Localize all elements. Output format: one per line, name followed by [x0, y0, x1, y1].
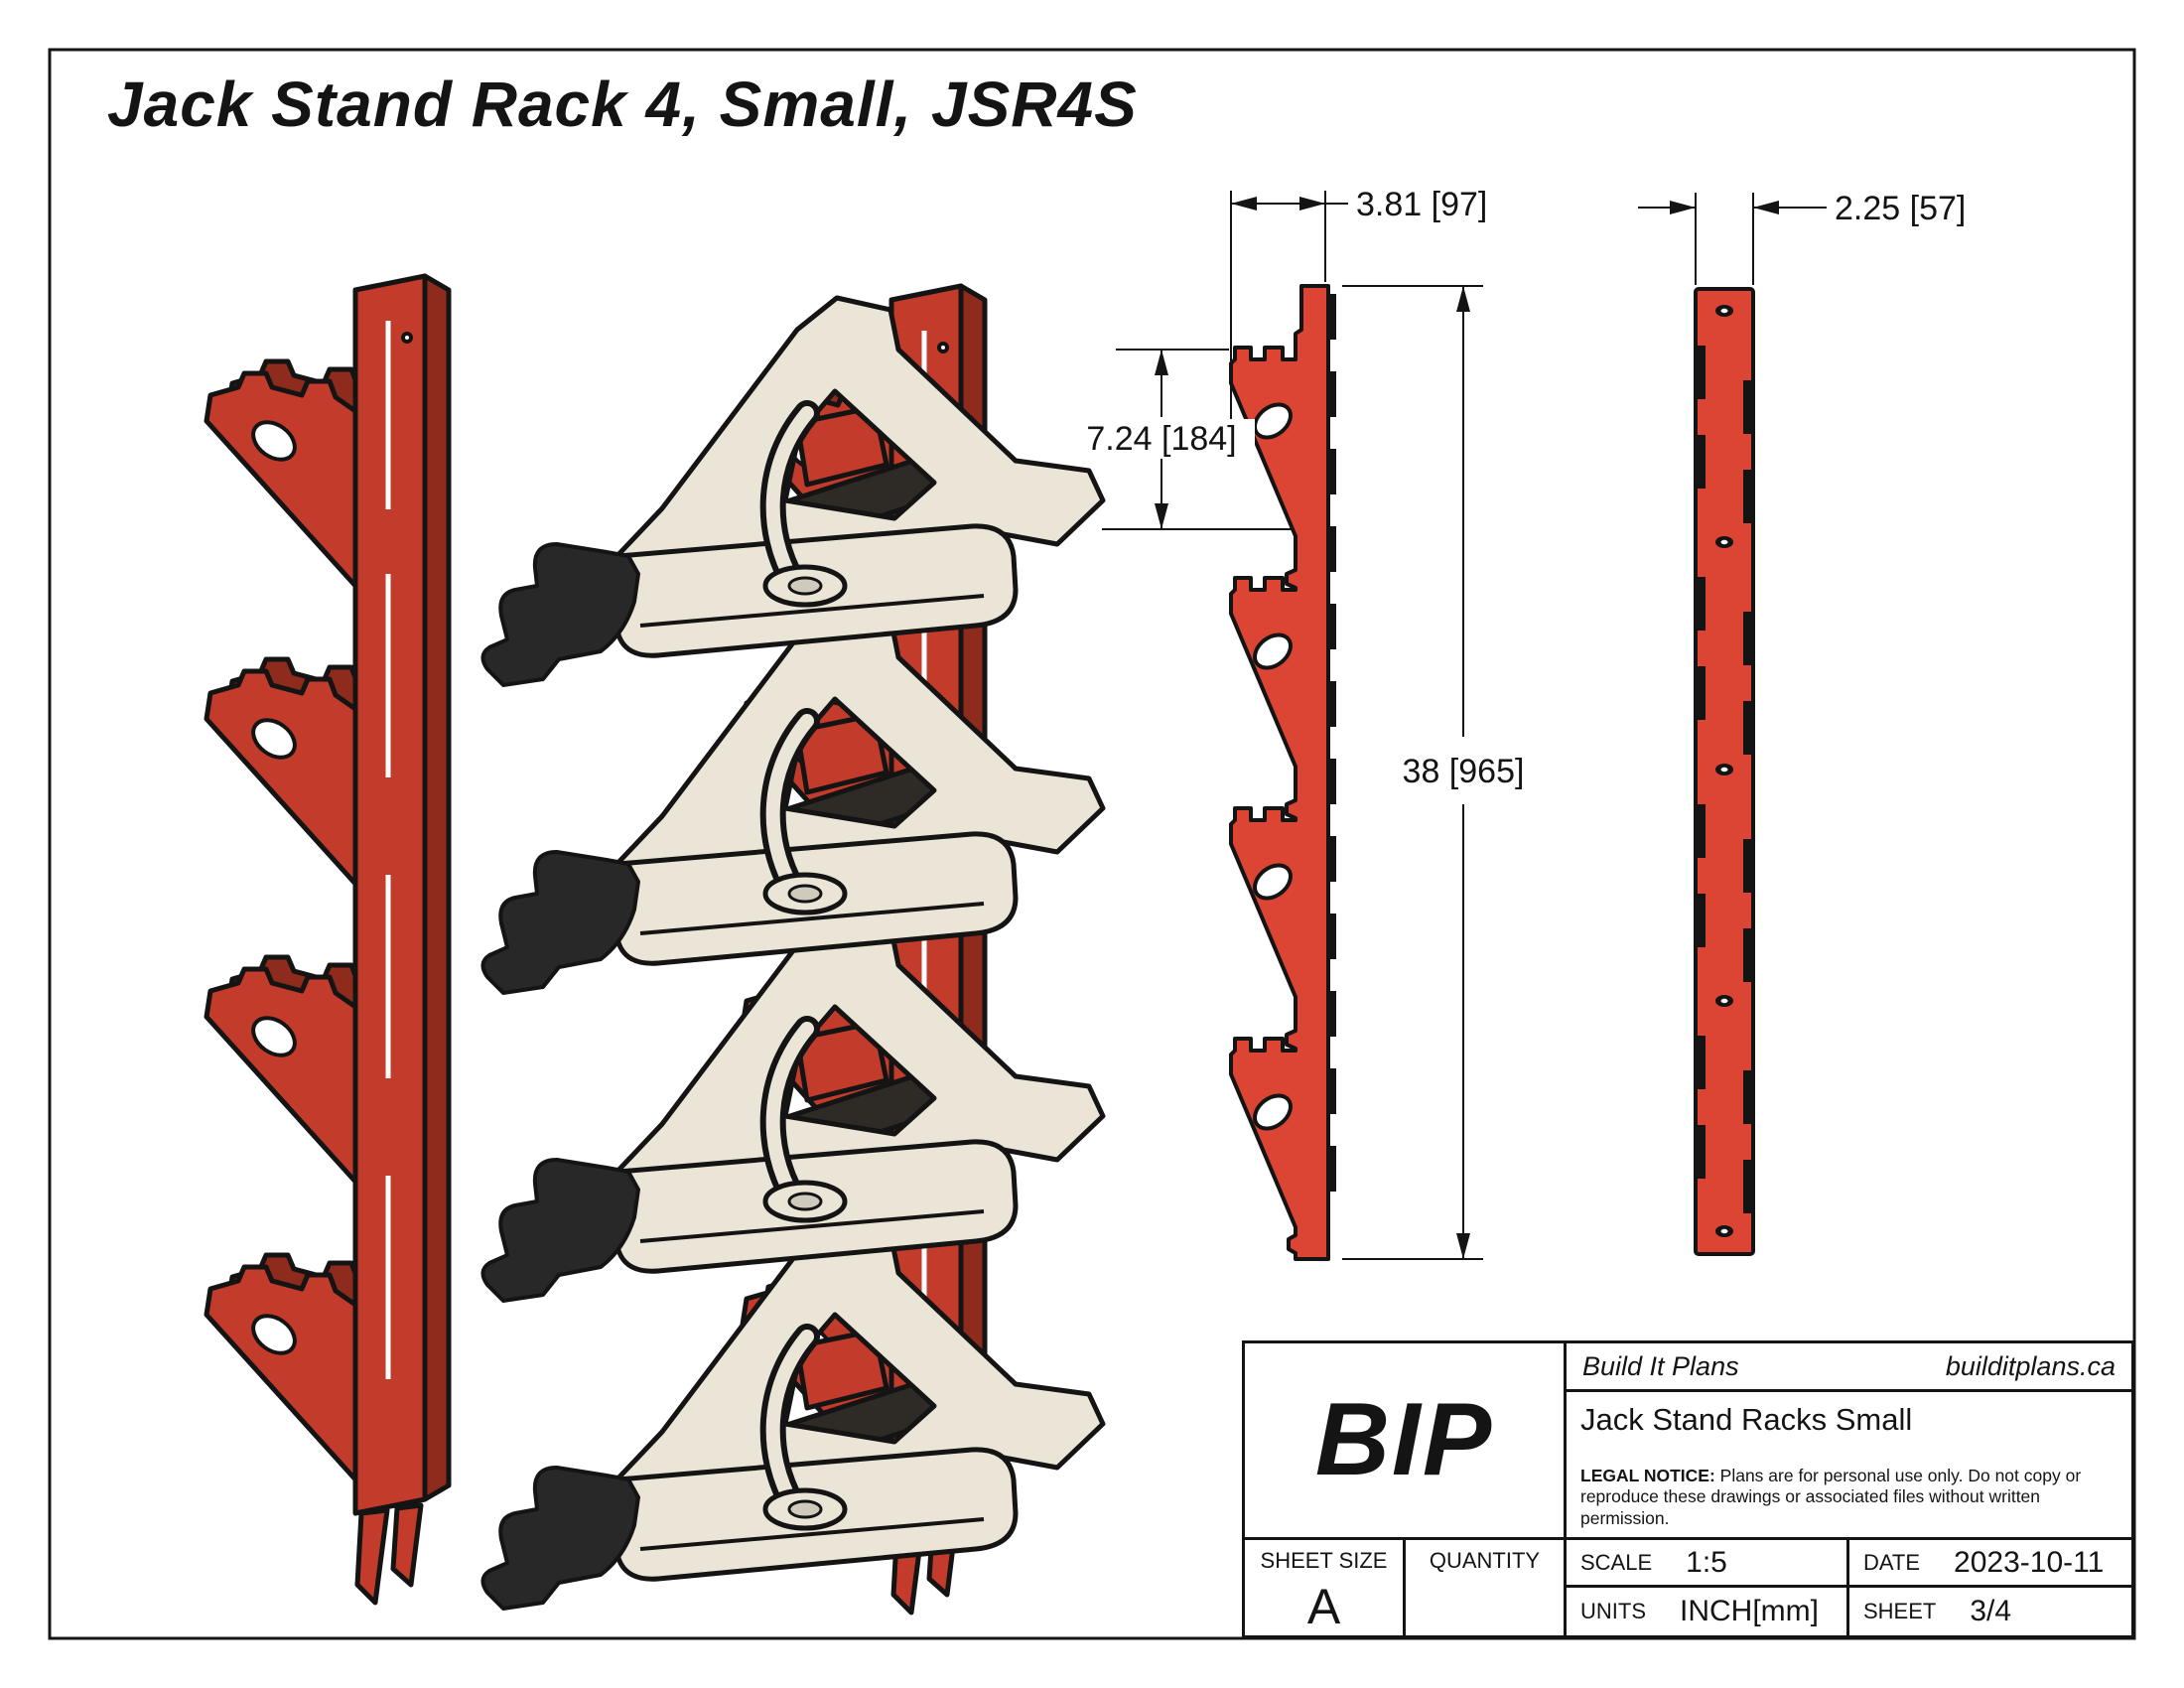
- company-row: Build It Plans builditplans.ca: [1564, 1340, 2134, 1392]
- front-profile-tab-marks: [1696, 346, 1753, 1213]
- sheet-size-value: A: [1306, 1579, 1341, 1634]
- units-value: INCH[mm]: [1680, 1595, 1819, 1627]
- quantity-cell: QUANTITY: [1403, 1537, 1567, 1638]
- sheet-number-cell: SHEET 3/4: [1846, 1585, 2134, 1638]
- quantity-label: QUANTITY: [1429, 1548, 1541, 1573]
- date-label: DATE: [1863, 1549, 1921, 1575]
- dimension-depth: 2.25 [57]: [1638, 190, 1966, 285]
- sheet-number-label: SHEET: [1863, 1599, 1937, 1623]
- scale-label: SCALE: [1580, 1549, 1653, 1575]
- side-profile-tab-marks: [1328, 294, 1336, 1192]
- drawing-title-cell: Jack Stand Racks Small LEGAL NOTICE: Pla…: [1564, 1389, 2134, 1540]
- company-name: Build It Plans: [1582, 1350, 1739, 1381]
- view-side-profile: [1229, 284, 1336, 1261]
- dimension-height-label: 38 [965]: [1403, 753, 1525, 790]
- jack-stand-1: [482, 298, 1103, 685]
- date-value: 2023-10-11: [1954, 1545, 2105, 1579]
- dimension-width-label: 3.81 [97]: [1356, 186, 1487, 223]
- dimension-spacing: 7.24 [184]: [1070, 349, 1293, 530]
- page-title: Jack Stand Rack 4, Small, JSR4S: [107, 69, 1138, 140]
- view-iso-rack-loaded: [482, 286, 1103, 1613]
- jack-stand-2: [482, 606, 1103, 993]
- dimension-depth-label: 2.25 [57]: [1835, 190, 1966, 227]
- bip-logo: BIP: [1314, 1382, 1494, 1497]
- view-front-profile: [1694, 287, 1755, 1256]
- front-profile-holes: [1715, 305, 1733, 1237]
- scale-cell: SCALE 1:5: [1564, 1537, 1849, 1588]
- title-block: BIP SHEET SIZE A QUANTITY Build It Plans…: [1242, 1340, 2134, 1638]
- title-block-logo-cell: BIP: [1242, 1340, 1567, 1540]
- jack-stand-4: [482, 1221, 1103, 1609]
- sheet-number-value: 3/4: [1970, 1595, 2012, 1627]
- date-cell: DATE 2023-10-11: [1846, 1537, 2134, 1588]
- legal-notice-text: Plans are for personal use only. Do not …: [1580, 1465, 2082, 1528]
- dimension-width: 3.81 [97]: [1230, 186, 1487, 439]
- sheet-size-cell: SHEET SIZE A: [1242, 1537, 1406, 1638]
- units-cell: UNITS INCH[mm]: [1564, 1585, 1849, 1638]
- dimension-spacing-label: 7.24 [184]: [1086, 420, 1236, 458]
- legal-notice: LEGAL NOTICE: Plans are for personal use…: [1580, 1466, 2123, 1529]
- units-label: UNITS: [1580, 1599, 1646, 1623]
- view-iso-rack-empty: [206, 276, 449, 1603]
- dimension-height: 38 [965]: [1342, 285, 1543, 1260]
- company-website: builditplans.ca: [1945, 1350, 2116, 1381]
- sheet-size-label: SHEET SIZE: [1260, 1548, 1388, 1573]
- jack-stand-3: [482, 914, 1103, 1301]
- scale-value: 1:5: [1686, 1545, 1727, 1579]
- drawing-title: Jack Stand Racks Small: [1580, 1402, 1913, 1437]
- legal-notice-heading: LEGAL NOTICE:: [1580, 1465, 1715, 1485]
- sheet-border: [48, 48, 2136, 1640]
